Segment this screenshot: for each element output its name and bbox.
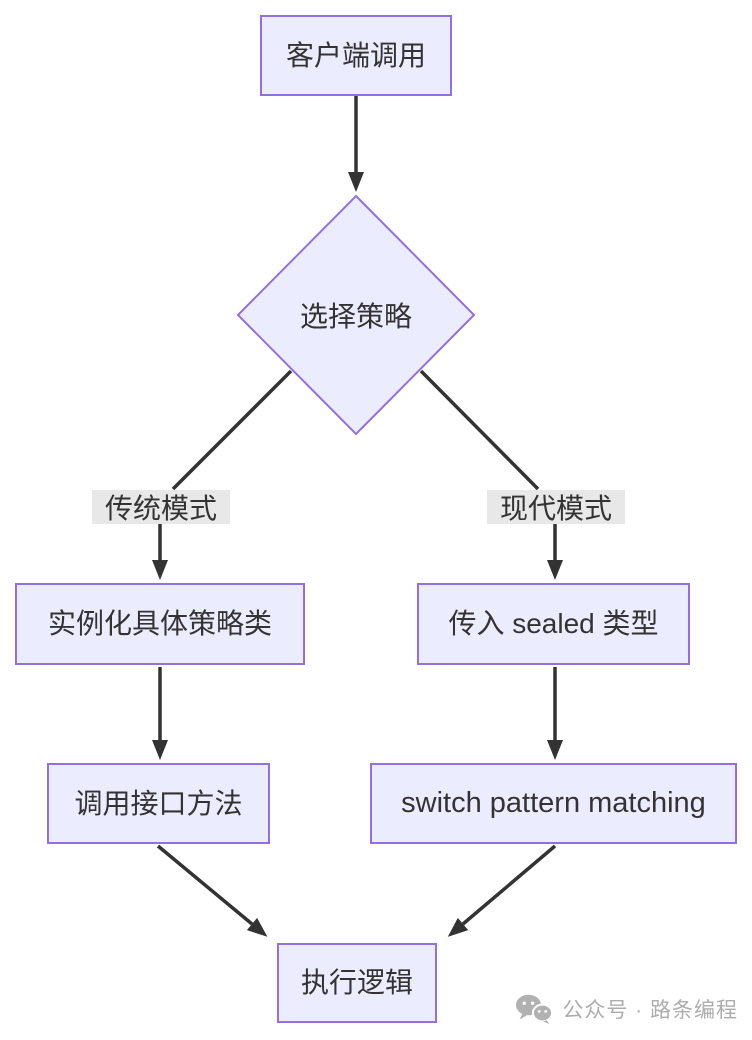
edge-label-traditional-mode: 传统模式 <box>92 490 230 524</box>
watermark: 公众号 · 路条编程 <box>515 994 738 1024</box>
node-client-call: 客户端调用 <box>260 15 452 96</box>
decision-diamond-shape <box>236 194 476 436</box>
node-decision-label: 选择策略 <box>299 301 412 332</box>
node-instantiate-strategy: 实例化具体策略类 <box>15 583 305 665</box>
wechat-icon <box>516 994 554 1024</box>
edge-decision-to-right-label <box>419 369 540 491</box>
edge-label-modern-mode: 现代模式 <box>487 490 625 524</box>
watermark-text: 公众号 · 路条编程 <box>562 999 738 1022</box>
node-invoke-interface-method: 调用接口方法 <box>47 763 270 844</box>
node-pass-sealed-type: 传入 sealed 类型 <box>417 583 690 665</box>
edge-decision-to-left-label <box>171 369 293 491</box>
edge-invoke-to-execute <box>156 844 268 937</box>
edge-switch-to-execute <box>447 844 557 937</box>
node-switch-pattern-matching: switch pattern matching <box>370 763 737 844</box>
node-execute-logic: 执行逻辑 <box>277 943 437 1023</box>
